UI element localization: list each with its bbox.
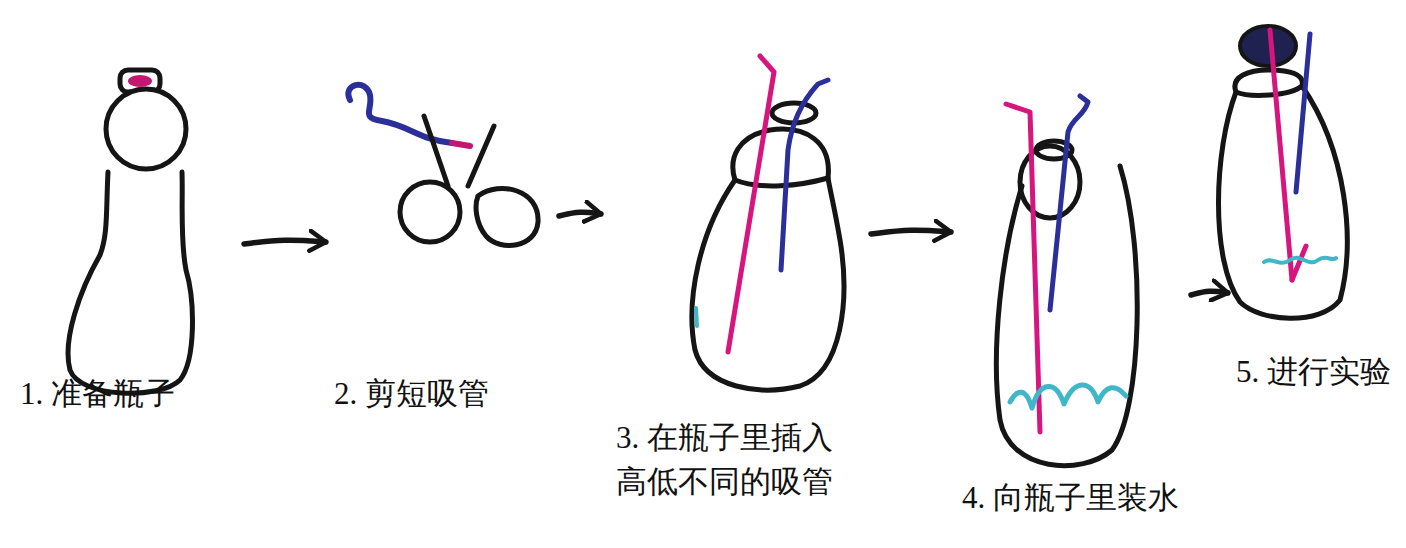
step-caption: 1. 准备瓶子 <box>20 372 175 416</box>
step-arrow <box>1191 291 1228 295</box>
step-caption: 5. 进行实验 <box>1236 350 1391 394</box>
step-node: 2. 剪短吸管 <box>330 70 555 422</box>
sealed-bottle-drawing <box>1219 26 1348 318</box>
scissors-drawing <box>348 85 538 246</box>
step-node: 4. 向瓶子里装水 <box>955 90 1187 526</box>
step-caption: 2. 剪短吸管 <box>334 372 489 416</box>
bottle-drawing <box>68 70 192 393</box>
step-node: 1. 准备瓶子 <box>15 62 240 422</box>
bottle-straws-drawing <box>692 56 844 390</box>
bottle-water-drawing <box>996 96 1137 466</box>
step-caption: 3. 在瓶子里插入 高低不同的吸管 <box>616 416 856 504</box>
step-caption: 4. 向瓶子里装水 <box>962 476 1179 520</box>
step-arrow <box>244 240 326 244</box>
step-node: 3. 在瓶子里插入 高低不同的吸管 <box>605 60 867 510</box>
step-arrow <box>559 212 601 216</box>
step-arrow <box>871 230 951 234</box>
step-node: 5. 进行实验 <box>1232 18 1396 398</box>
